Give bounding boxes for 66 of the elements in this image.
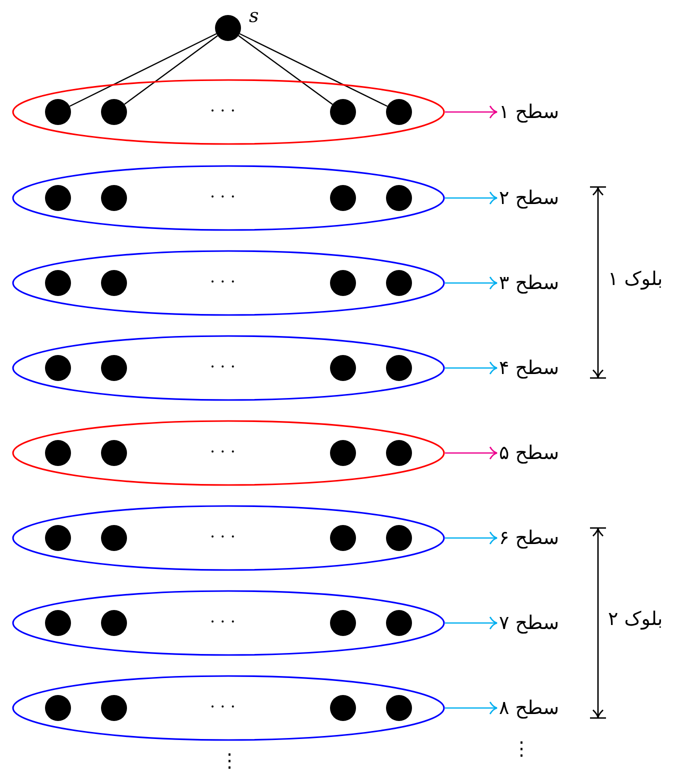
block-label: بلوک ۱	[608, 268, 663, 290]
vertex-dot	[386, 270, 412, 296]
vertex-dot	[45, 695, 71, 721]
vertex-dot	[45, 610, 71, 636]
ellipsis-text: · · ·	[210, 101, 236, 120]
vertex-dot	[330, 270, 356, 296]
vertex-dot	[386, 695, 412, 721]
vertex-dot	[386, 440, 412, 466]
ellipsis-text: · · ·	[210, 697, 236, 716]
continuation-dots: ⋮	[512, 738, 531, 760]
layer-label: سطح ۷	[497, 607, 562, 639]
vertex-label: s	[249, 5, 259, 27]
vertex-dot	[101, 270, 127, 296]
vertex-dot	[45, 355, 71, 381]
vertex-dot	[386, 99, 412, 125]
ellipsis-text: · · ·	[210, 357, 236, 376]
ellipsis-text: · · ·	[210, 272, 236, 291]
layer-label: سطح ۴	[497, 352, 562, 384]
vertex-dot	[45, 525, 71, 551]
layer-label: سطح ۳	[497, 267, 562, 299]
ellipsis-text: · · ·	[210, 612, 236, 631]
edge-line	[124, 35, 218, 105]
layer-ellipse	[12, 420, 445, 486]
edge-line	[238, 35, 333, 105]
layer-ellipse	[12, 250, 445, 316]
layer-label: سطح ۲	[497, 182, 562, 214]
vertex-dot	[330, 525, 356, 551]
layer-ellipse	[12, 335, 445, 401]
ellipsis-text: · · ·	[210, 442, 236, 461]
vertex-dot	[386, 525, 412, 551]
vertex-dot	[386, 185, 412, 211]
vertex-dot	[386, 610, 412, 636]
vertex-dot	[101, 355, 127, 381]
vertex-dot	[101, 185, 127, 211]
layer-ellipse	[12, 675, 445, 741]
vertex-dot	[45, 270, 71, 296]
continuation-dots: ⋮	[220, 750, 239, 772]
vertex-dot	[101, 99, 127, 125]
vertex-dot	[330, 440, 356, 466]
layer-label: سطح ۵	[497, 437, 562, 469]
vertex-dot	[330, 695, 356, 721]
layer-label: سطح ۸	[497, 692, 562, 724]
vertex-dot	[45, 99, 71, 125]
vertex-dot	[386, 355, 412, 381]
layer-label: سطح ۶	[497, 522, 562, 554]
vertex-dot	[101, 610, 127, 636]
layer-ellipse	[12, 590, 445, 656]
edge-line	[69, 33, 217, 107]
layer-ellipse	[12, 165, 445, 231]
ellipsis-text: · · ·	[210, 187, 236, 206]
layer-label: سطح ۱	[497, 96, 562, 128]
vertex-dot	[45, 440, 71, 466]
edge-line	[239, 33, 388, 107]
vertex-dot	[215, 15, 241, 41]
layer-ellipse	[12, 79, 445, 145]
ellipsis-text: · · ·	[210, 527, 236, 546]
vertex-dot	[330, 355, 356, 381]
vertex-dot	[101, 525, 127, 551]
vertex-dot	[45, 185, 71, 211]
block-label: بلوک ۲	[608, 608, 663, 630]
vertex-dot	[330, 99, 356, 125]
vertex-dot	[101, 695, 127, 721]
vertex-dot	[101, 440, 127, 466]
layer-ellipse	[12, 505, 445, 571]
vertex-dot	[330, 610, 356, 636]
vertex-dot	[330, 185, 356, 211]
